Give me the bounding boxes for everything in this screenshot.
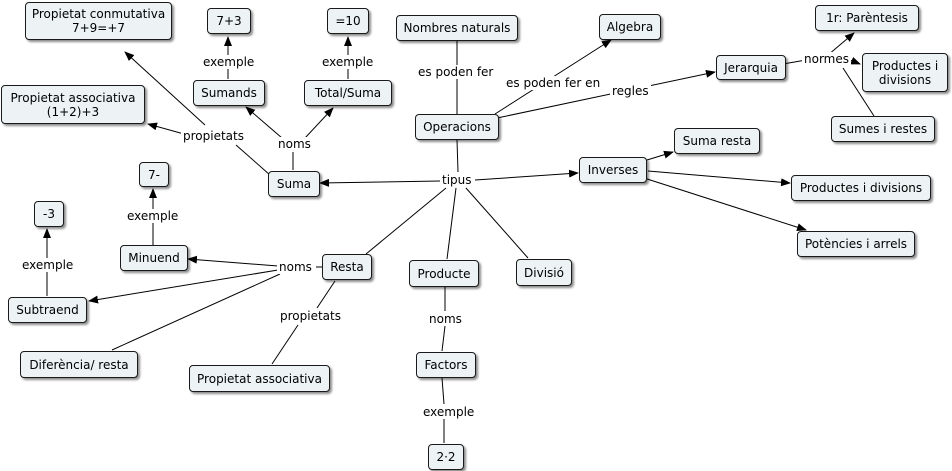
line-normes-productes <box>849 56 861 65</box>
line-normes-sumes <box>842 67 875 117</box>
label-regles: regles <box>610 84 651 98</box>
line-noms-diferencia <box>111 273 281 351</box>
node-minuend[interactable]: Minuend <box>120 245 188 271</box>
node-resta[interactable]: Resta <box>322 254 372 280</box>
node-ex-menys3[interactable]: -3 <box>34 201 64 227</box>
line-noms-subtraend <box>88 269 279 304</box>
label-exemple-sumands: exemple <box>201 55 257 69</box>
label-exemple-subtraend: exemple <box>20 258 76 272</box>
node-parentesis[interactable]: 1r: Parèntesis <box>815 5 919 31</box>
line-suma-propietats <box>235 144 271 176</box>
label-tipus: tipus <box>440 173 474 187</box>
line-noms-minuend <box>187 255 279 267</box>
label-es-poden-fer: es poden fer <box>416 65 496 79</box>
line-noms-total <box>304 107 334 139</box>
node-sumands[interactable]: Sumands <box>193 80 265 106</box>
line-inverses-productes <box>647 170 791 187</box>
line-propietats-associativa-resta <box>271 324 299 365</box>
label-exemple-factors: exemple <box>421 405 477 419</box>
node-inverses[interactable]: Inverses <box>579 157 647 183</box>
label-noms-suma: noms <box>276 137 313 151</box>
line-propietats-conmutativa <box>124 51 206 126</box>
label-exemple-total: exemple <box>320 55 376 69</box>
line-propietats-associativa <box>147 122 185 135</box>
node-operacions[interactable]: Operacions <box>415 114 499 140</box>
line-tipus-resta <box>365 187 447 255</box>
line-resta-propietats <box>316 280 336 309</box>
node-suma-resta[interactable]: Suma resta <box>674 128 760 154</box>
line-tipus-inverses <box>474 169 579 181</box>
label-noms-resta: noms <box>277 260 314 274</box>
node-productes-divisions-box[interactable]: Productes i divisions <box>862 53 948 92</box>
label-normes: normes <box>802 52 851 66</box>
label-noms-producte: noms <box>427 312 464 326</box>
node-suma[interactable]: Suma <box>268 171 320 197</box>
line-noms-factors <box>441 325 446 352</box>
label-propietats-resta: propietats <box>278 309 343 323</box>
node-producte[interactable]: Producte <box>409 260 479 287</box>
line-noms-sumands <box>245 106 283 139</box>
node-productes-divisions[interactable]: Productes i divisions <box>791 175 931 201</box>
node-potencies-arrels[interactable]: Potències i arrels <box>797 231 915 257</box>
node-prop-conmutativa[interactable]: Propietat conmutativa 7+9=+7 <box>25 2 172 40</box>
node-sumes-restes[interactable]: Sumes i restes <box>831 116 935 142</box>
label-propietats-suma: propietats <box>181 129 246 143</box>
label-es-poden-fer-en: es poden fer en <box>504 76 603 90</box>
line-operacions-jerarquia <box>496 69 716 119</box>
line-operacions-tipus <box>456 139 459 173</box>
line-inverses-sumaresta <box>646 150 674 161</box>
node-ex-7menys[interactable]: 7- <box>139 162 169 187</box>
label-exemple-minuend: exemple <box>125 209 181 223</box>
node-ex-10[interactable]: =10 <box>327 8 369 34</box>
node-algebra[interactable]: Algebra <box>599 14 661 40</box>
line-factors-exemple <box>441 377 445 405</box>
line-tipus-producte <box>446 187 457 260</box>
line-inverses-potencies <box>643 177 807 232</box>
line-tipus-suma <box>319 178 441 187</box>
node-nombres-naturals[interactable]: Nombres naturals <box>396 15 518 41</box>
node-ex-7mes3[interactable]: 7+3 <box>207 8 251 34</box>
node-prop-associativa-resta[interactable]: Propietat associativa <box>189 365 330 392</box>
node-total-suma[interactable]: Total/Suma <box>304 80 392 106</box>
node-diferencia[interactable]: Diferència/ resta <box>20 351 138 378</box>
node-prop-associativa-suma[interactable]: Propietat associativa (1+2)+3 <box>1 85 145 124</box>
line-tipus-divisio <box>465 187 529 259</box>
line-normes-parentesis <box>827 32 855 56</box>
node-subtraend[interactable]: Subtraend <box>8 297 87 323</box>
node-divisio[interactable]: Divisió <box>516 259 572 286</box>
node-factors[interactable]: Factors <box>416 352 476 378</box>
node-ex-2per2[interactable]: 2·2 <box>428 444 464 470</box>
node-jerarquia[interactable]: Jerarquia <box>716 55 786 80</box>
